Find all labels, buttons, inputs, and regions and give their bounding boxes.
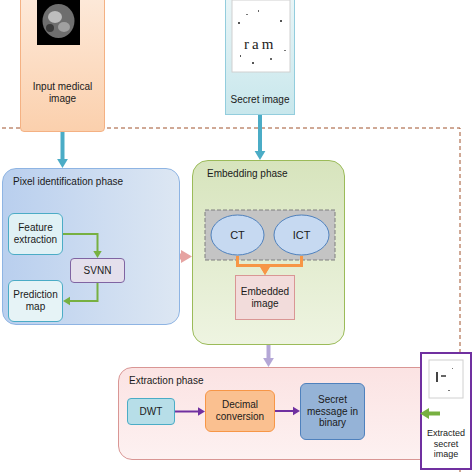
noise-dot <box>258 10 259 12</box>
node-text: Secret image <box>231 94 290 106</box>
arrow-head <box>57 159 68 168</box>
arrow-line <box>238 256 266 268</box>
phase-title: Pixel identification phase <box>13 176 123 188</box>
transform-group <box>205 210 335 260</box>
node-text: Extracted secret image <box>426 428 466 460</box>
picture-frame <box>232 0 290 72</box>
flow-arrow <box>255 115 266 160</box>
extracted-picture <box>429 360 463 398</box>
flow-arrow <box>57 132 68 168</box>
brain-region <box>46 24 54 32</box>
flow-arrow <box>175 407 205 415</box>
flow-arrow <box>420 408 440 419</box>
noise-dot <box>238 22 240 24</box>
arrow-line <box>428 412 440 416</box>
phase-panel: Extraction phaseDWT Decimal conversion Sec… <box>118 367 440 460</box>
phase-title: Extraction phase <box>129 375 204 387</box>
noise-dot <box>280 20 282 22</box>
brain-image <box>37 0 80 45</box>
process-box: Embedded image <box>235 275 295 320</box>
arrow-head <box>260 267 270 275</box>
arrow-line <box>61 132 65 160</box>
transform-ellipse: ICT <box>273 214 330 256</box>
arrow-head <box>93 251 101 258</box>
process-box: SVNN <box>70 258 125 283</box>
glyph-mark <box>436 372 438 382</box>
flow-arrow <box>260 256 301 275</box>
picture-frame <box>429 360 463 398</box>
arrow-line <box>175 411 199 413</box>
node-text: ICT <box>293 229 311 242</box>
arrow-head <box>263 358 274 367</box>
arrow-line <box>265 256 302 268</box>
flow-arrow <box>63 234 102 258</box>
node-text: Decimal conversion <box>208 399 272 423</box>
brain-background <box>37 0 80 45</box>
ellipse-shape <box>274 215 329 255</box>
arrow-line <box>267 345 271 359</box>
arrow-head <box>198 407 205 415</box>
flow-arrow <box>180 250 192 263</box>
noise-dot <box>448 390 450 391</box>
process-box: Decimal conversion <box>205 390 275 432</box>
node-text: SVNN <box>84 265 112 277</box>
noise-dot <box>452 368 453 369</box>
process-box: Prediction map <box>8 280 63 322</box>
arrow-line <box>258 115 262 152</box>
arrow-line <box>69 283 98 301</box>
arrow-head <box>181 250 192 263</box>
process-box: DWT <box>127 398 175 425</box>
arrow-head <box>260 267 270 275</box>
process-box: Secret message in binary <box>300 383 365 440</box>
arrow-line <box>63 234 98 252</box>
arrow-head <box>255 151 266 160</box>
node-text: Secret message in binary <box>303 394 362 429</box>
brain-region <box>58 22 70 32</box>
noise-dot <box>270 58 272 60</box>
secret-picture <box>232 0 290 72</box>
node-text: Embedded image <box>238 286 292 310</box>
ellipse-shape <box>211 215 264 255</box>
brain-region <box>48 11 62 23</box>
node-text: Prediction map <box>11 289 60 313</box>
process-box: Feature extraction <box>8 213 63 255</box>
noise-dot <box>240 55 241 57</box>
brain-shape <box>43 4 75 38</box>
arrow-head <box>63 297 70 305</box>
glyph-mark <box>441 375 446 377</box>
flow-arrow <box>275 407 300 415</box>
noise-dot <box>252 62 254 64</box>
arrow-line <box>275 410 294 412</box>
node-text: Input medical image <box>25 81 100 105</box>
arrow-head <box>293 407 300 415</box>
arrow-head <box>420 408 429 419</box>
noise-dot <box>246 14 248 15</box>
phase-title: Embedding phase <box>207 168 288 180</box>
transform-ellipse: CT <box>210 214 265 256</box>
flow-arrow <box>63 283 98 305</box>
flow-arrow <box>263 345 274 367</box>
picture-text: ram <box>244 36 276 53</box>
node-text: CT <box>230 229 245 242</box>
dashed-boundary <box>0 128 460 474</box>
node-text: Feature extraction <box>11 222 60 246</box>
node-text: DWT <box>140 406 163 418</box>
noise-dot <box>284 50 286 51</box>
